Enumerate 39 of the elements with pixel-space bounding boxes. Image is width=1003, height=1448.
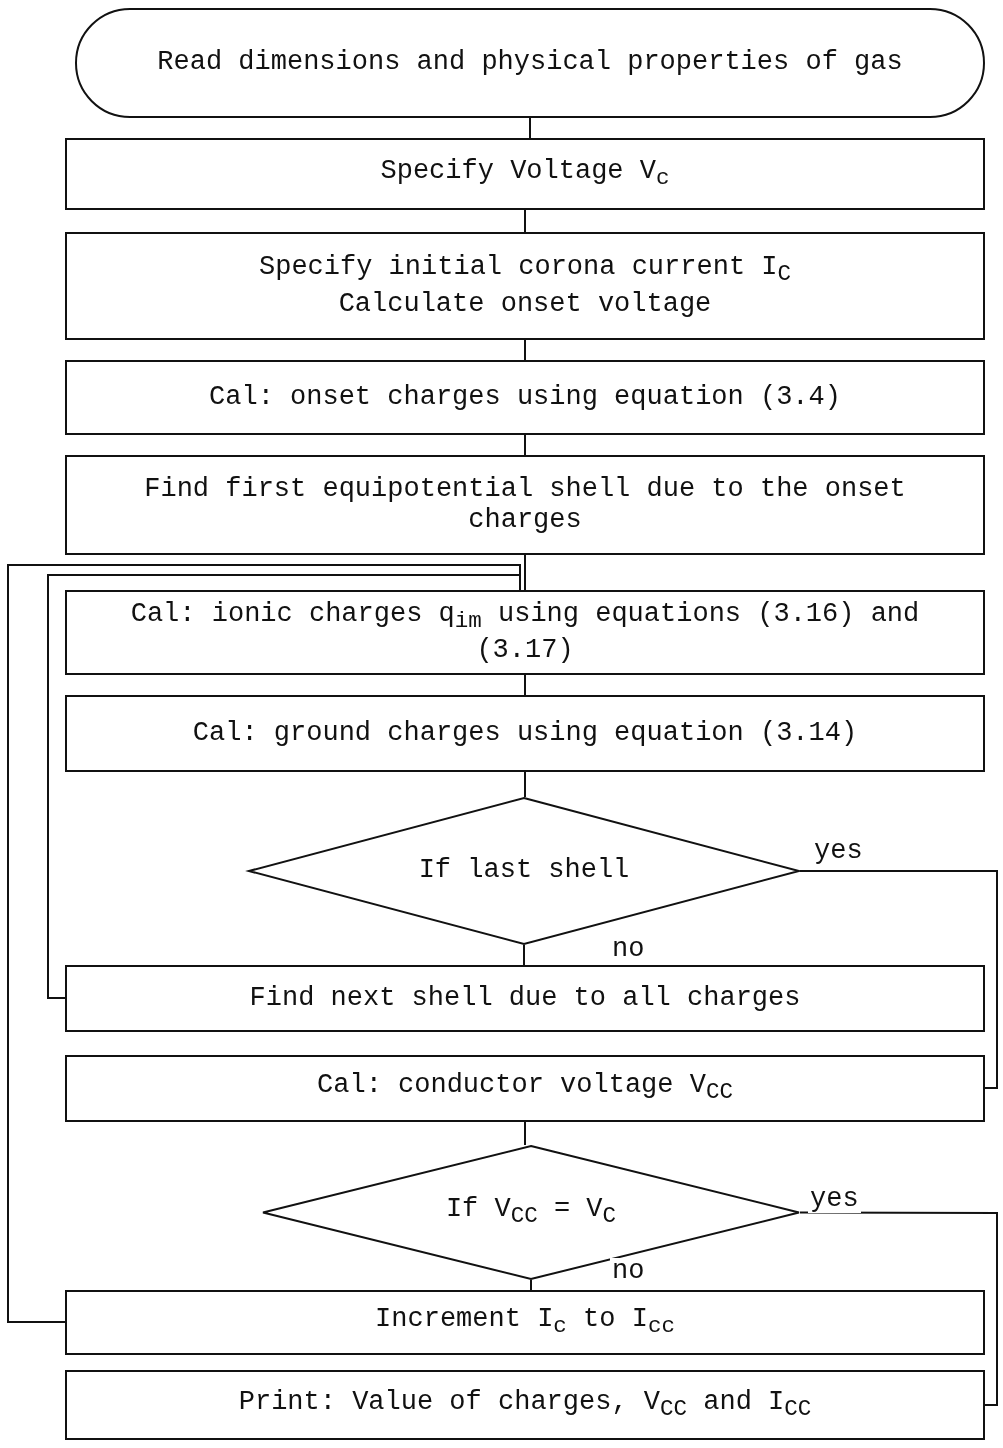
step-text: If V$_{CC}$ = V$_{C}$ — [445, 1194, 617, 1231]
step-text: Specify Voltage V$_{c}$ — [380, 155, 670, 193]
process-box — [65, 1370, 985, 1440]
connector-line — [524, 339, 526, 361]
connector-line — [524, 674, 526, 696]
step-text: Find next shell due to all charges — [249, 982, 801, 1014]
connector-line — [47, 574, 521, 999]
step-text: Read dimensions and physical properties of gas — [157, 47, 903, 79]
step-text: Cal: ground charges using equation (3.14) — [192, 717, 858, 749]
step-text: Find first equipotential shell due to the onset charges — [143, 473, 907, 537]
connector-line — [524, 554, 526, 591]
process-box — [65, 360, 985, 435]
connector-line — [530, 1279, 532, 1291]
process-box — [65, 695, 985, 772]
connector-line — [524, 434, 526, 456]
step-text: If last shell — [418, 855, 630, 887]
connector-line — [7, 564, 521, 1323]
step-text: Cal: onset charges using equation (3.4) — [209, 381, 841, 413]
connector-line — [524, 209, 526, 233]
step-text: Increment I$_{c}$ to I$_{cc}$ — [375, 1304, 675, 1341]
step-text: Calculate onset voltage — [338, 288, 712, 320]
process-box — [65, 455, 985, 555]
connector-line — [523, 944, 525, 966]
decision-diamond — [262, 1145, 800, 1280]
step-text: Specify initial corona current I$_{C}$ — [259, 252, 791, 289]
step-text: Print: Value of charges, V$_{CC}$ and I$_{CC}$ — [238, 1386, 812, 1424]
process-box — [65, 965, 985, 1032]
connector-line — [524, 1121, 526, 1146]
process-box — [65, 1290, 985, 1355]
process-box — [65, 138, 985, 210]
step-text: Cal: ionic charges q$_{im}$ using equations (3.16) and (3.17) — [129, 598, 921, 667]
step-text: Cal: conductor voltage V$_{CC}$ — [317, 1070, 733, 1107]
process-box — [65, 1055, 985, 1122]
connector-line — [799, 870, 998, 1089]
connector-line — [529, 117, 531, 139]
process-box — [65, 232, 985, 340]
connector-line — [799, 1211, 998, 1406]
process-box — [65, 590, 985, 675]
connector-line — [524, 771, 526, 798]
